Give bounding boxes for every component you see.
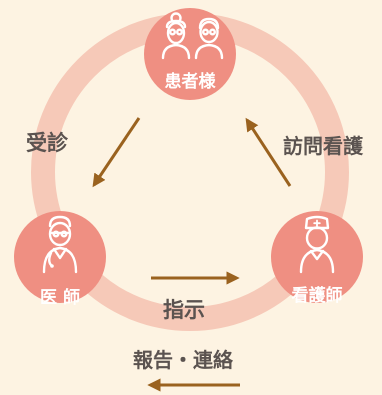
nurse-icon — [299, 215, 335, 274]
nurse-node — [271, 211, 363, 303]
nurse-label: 看護師 — [291, 286, 343, 306]
doctor-icon — [42, 215, 78, 274]
instruction-label: 指示 — [163, 298, 205, 322]
home-visit-arrow — [245, 117, 292, 187]
elderly-man-icon — [194, 17, 224, 60]
consultation-label: 受診 — [26, 131, 68, 155]
home-visit-label: 訪問看護 — [283, 134, 363, 158]
consultation-arrow — [92, 117, 141, 188]
patient-label: 患者様 — [164, 72, 216, 92]
doctor-label: 医 師 — [40, 288, 80, 308]
report-label: 報告・連絡 — [133, 348, 233, 372]
elderly-woman-icon — [161, 12, 191, 60]
